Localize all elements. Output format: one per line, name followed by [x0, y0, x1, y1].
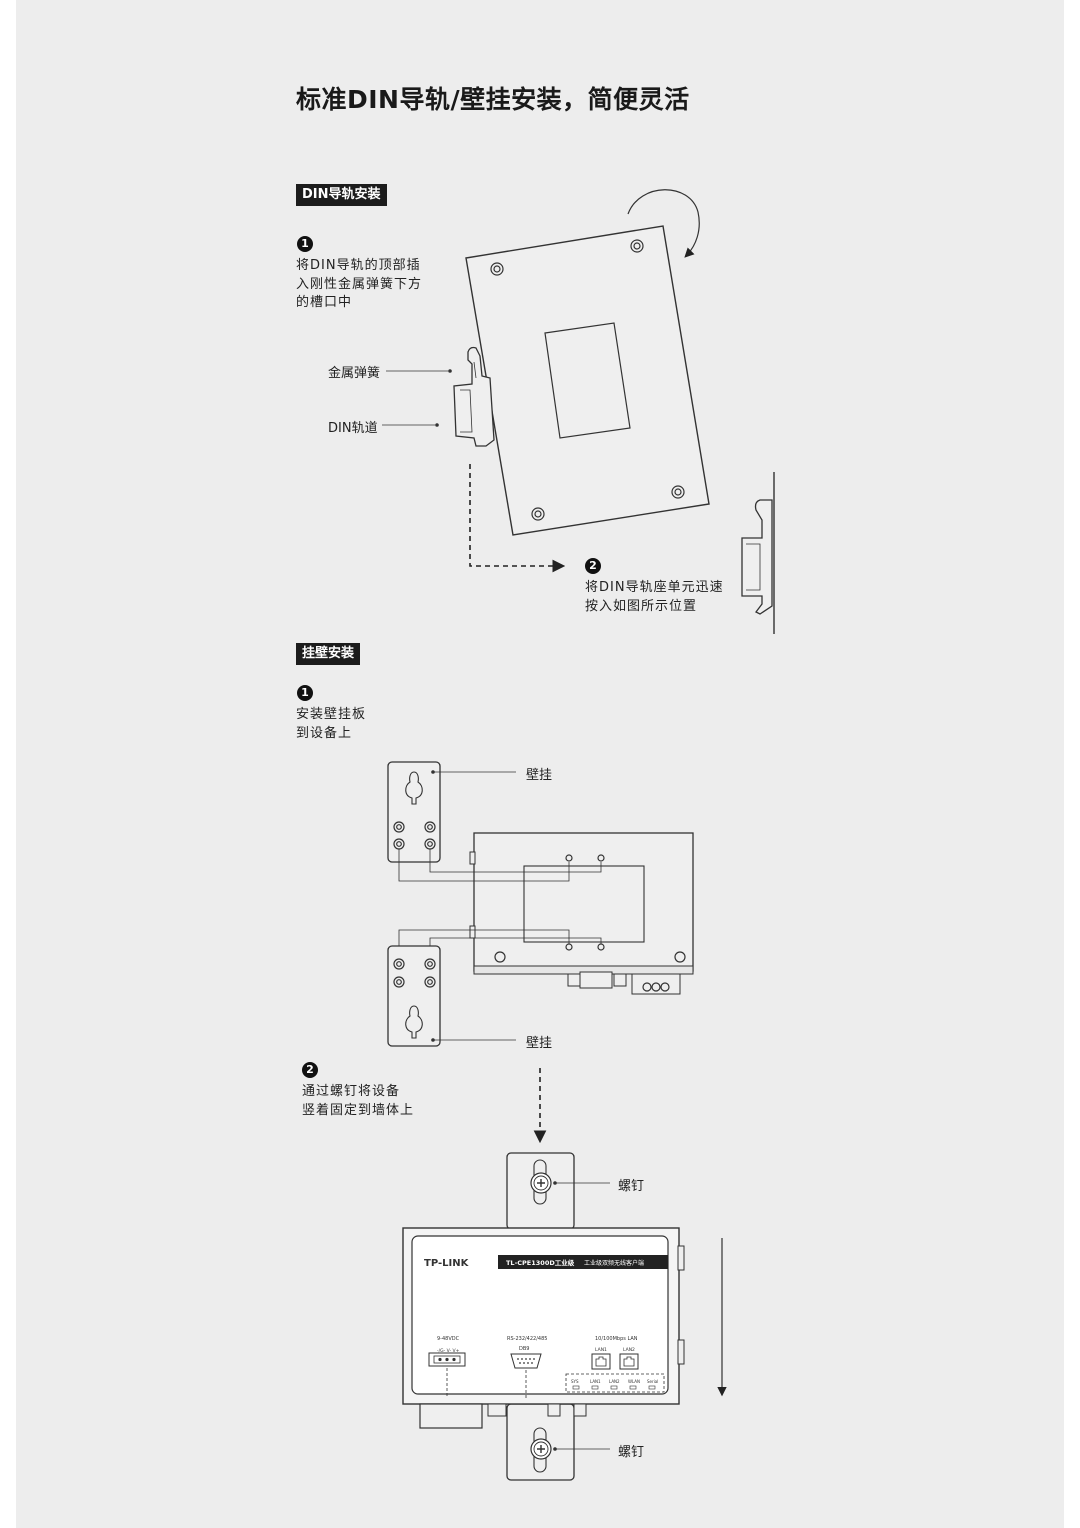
- led-indicator-lan1: [591, 1385, 599, 1390]
- led-label-serial: Serial: [647, 1379, 658, 1384]
- din-section-tag: DIN导轨安装: [296, 184, 387, 206]
- led-label-lan2: LAN2: [609, 1379, 620, 1384]
- power-label: 9-48VDC: [437, 1336, 460, 1342]
- page-title: 标准DIN导轨/壁挂安装，简便灵活: [296, 85, 690, 114]
- brand-logo: TP-LINK: [424, 1258, 470, 1269]
- device-back-view: [469, 832, 694, 995]
- device-description: 工业级双频无线客户端: [584, 1259, 644, 1267]
- wall-bracket-bottom: [387, 945, 441, 1047]
- din-move-arrow: [469, 464, 566, 573]
- screw-top-icon: [530, 1172, 552, 1194]
- rotate-arrow-icon: [627, 189, 700, 258]
- wall-bracket-top: [387, 761, 441, 863]
- wall-step1-number: 1: [297, 685, 313, 701]
- led-indicator-wlan: [629, 1385, 637, 1390]
- status-led-row: SYS LAN1 LAN2 WLAN Serial: [571, 1379, 658, 1390]
- lan-label: 10/100Mbps LAN: [595, 1336, 638, 1342]
- led-label-wlan: WLAN: [628, 1379, 640, 1384]
- power-pins-label: -/G- V- V+: [437, 1348, 460, 1354]
- din-step2-number: 2: [585, 558, 601, 574]
- screw-bottom-icon: [530, 1438, 552, 1460]
- led-label-lan1: LAN1: [590, 1379, 601, 1384]
- din-tilted-device: [465, 225, 710, 536]
- led-label-sys: SYS: [571, 1379, 579, 1384]
- din-step2-text: 将DIN导轨座单元迅速 按入如图所示位置: [585, 580, 724, 614]
- led-indicator-serial: [648, 1385, 656, 1390]
- wall-step2-text: 通过螺钉将设备 竖着固定到墙体上: [302, 1084, 415, 1118]
- serial-connector-label: DB9: [519, 1346, 529, 1352]
- label-wall-bracket-bottom: 壁挂: [526, 1036, 553, 1051]
- din-installed-view: [741, 472, 775, 634]
- din-step1-number: 1: [297, 236, 313, 252]
- led-indicator-lan2: [610, 1385, 618, 1390]
- lan1-label: LAN1: [595, 1347, 607, 1353]
- din-step1-text: 将DIN导轨的顶部插 入刚性金属弹簧下方 的槽口中: [296, 258, 423, 310]
- din-rail-clip: [453, 346, 495, 447]
- wall-section-tag: 挂壁安装: [296, 643, 361, 665]
- wall-step2-number: 2: [302, 1062, 318, 1078]
- label-din-rail: DIN轨道: [328, 421, 378, 436]
- label-screw-bottom: 螺钉: [618, 1445, 645, 1460]
- led-indicator-sys: [572, 1385, 580, 1390]
- mounted-device-front: TP-LINK TL-CPE1300D工业级 工业级双频无线客户端 9-48VD…: [402, 1152, 685, 1481]
- model-label: TL-CPE1300D工业级: [506, 1258, 575, 1267]
- label-metal-spring: 金属弹簧: [328, 366, 381, 381]
- label-screw-top: 螺钉: [618, 1179, 645, 1194]
- serial-label: RS-232/422/485: [507, 1336, 547, 1342]
- label-wall-bracket-top: 壁挂: [526, 768, 553, 783]
- lan2-label: LAN2: [623, 1347, 635, 1353]
- wall-step1-text: 安装壁挂板 到设备上: [296, 707, 367, 741]
